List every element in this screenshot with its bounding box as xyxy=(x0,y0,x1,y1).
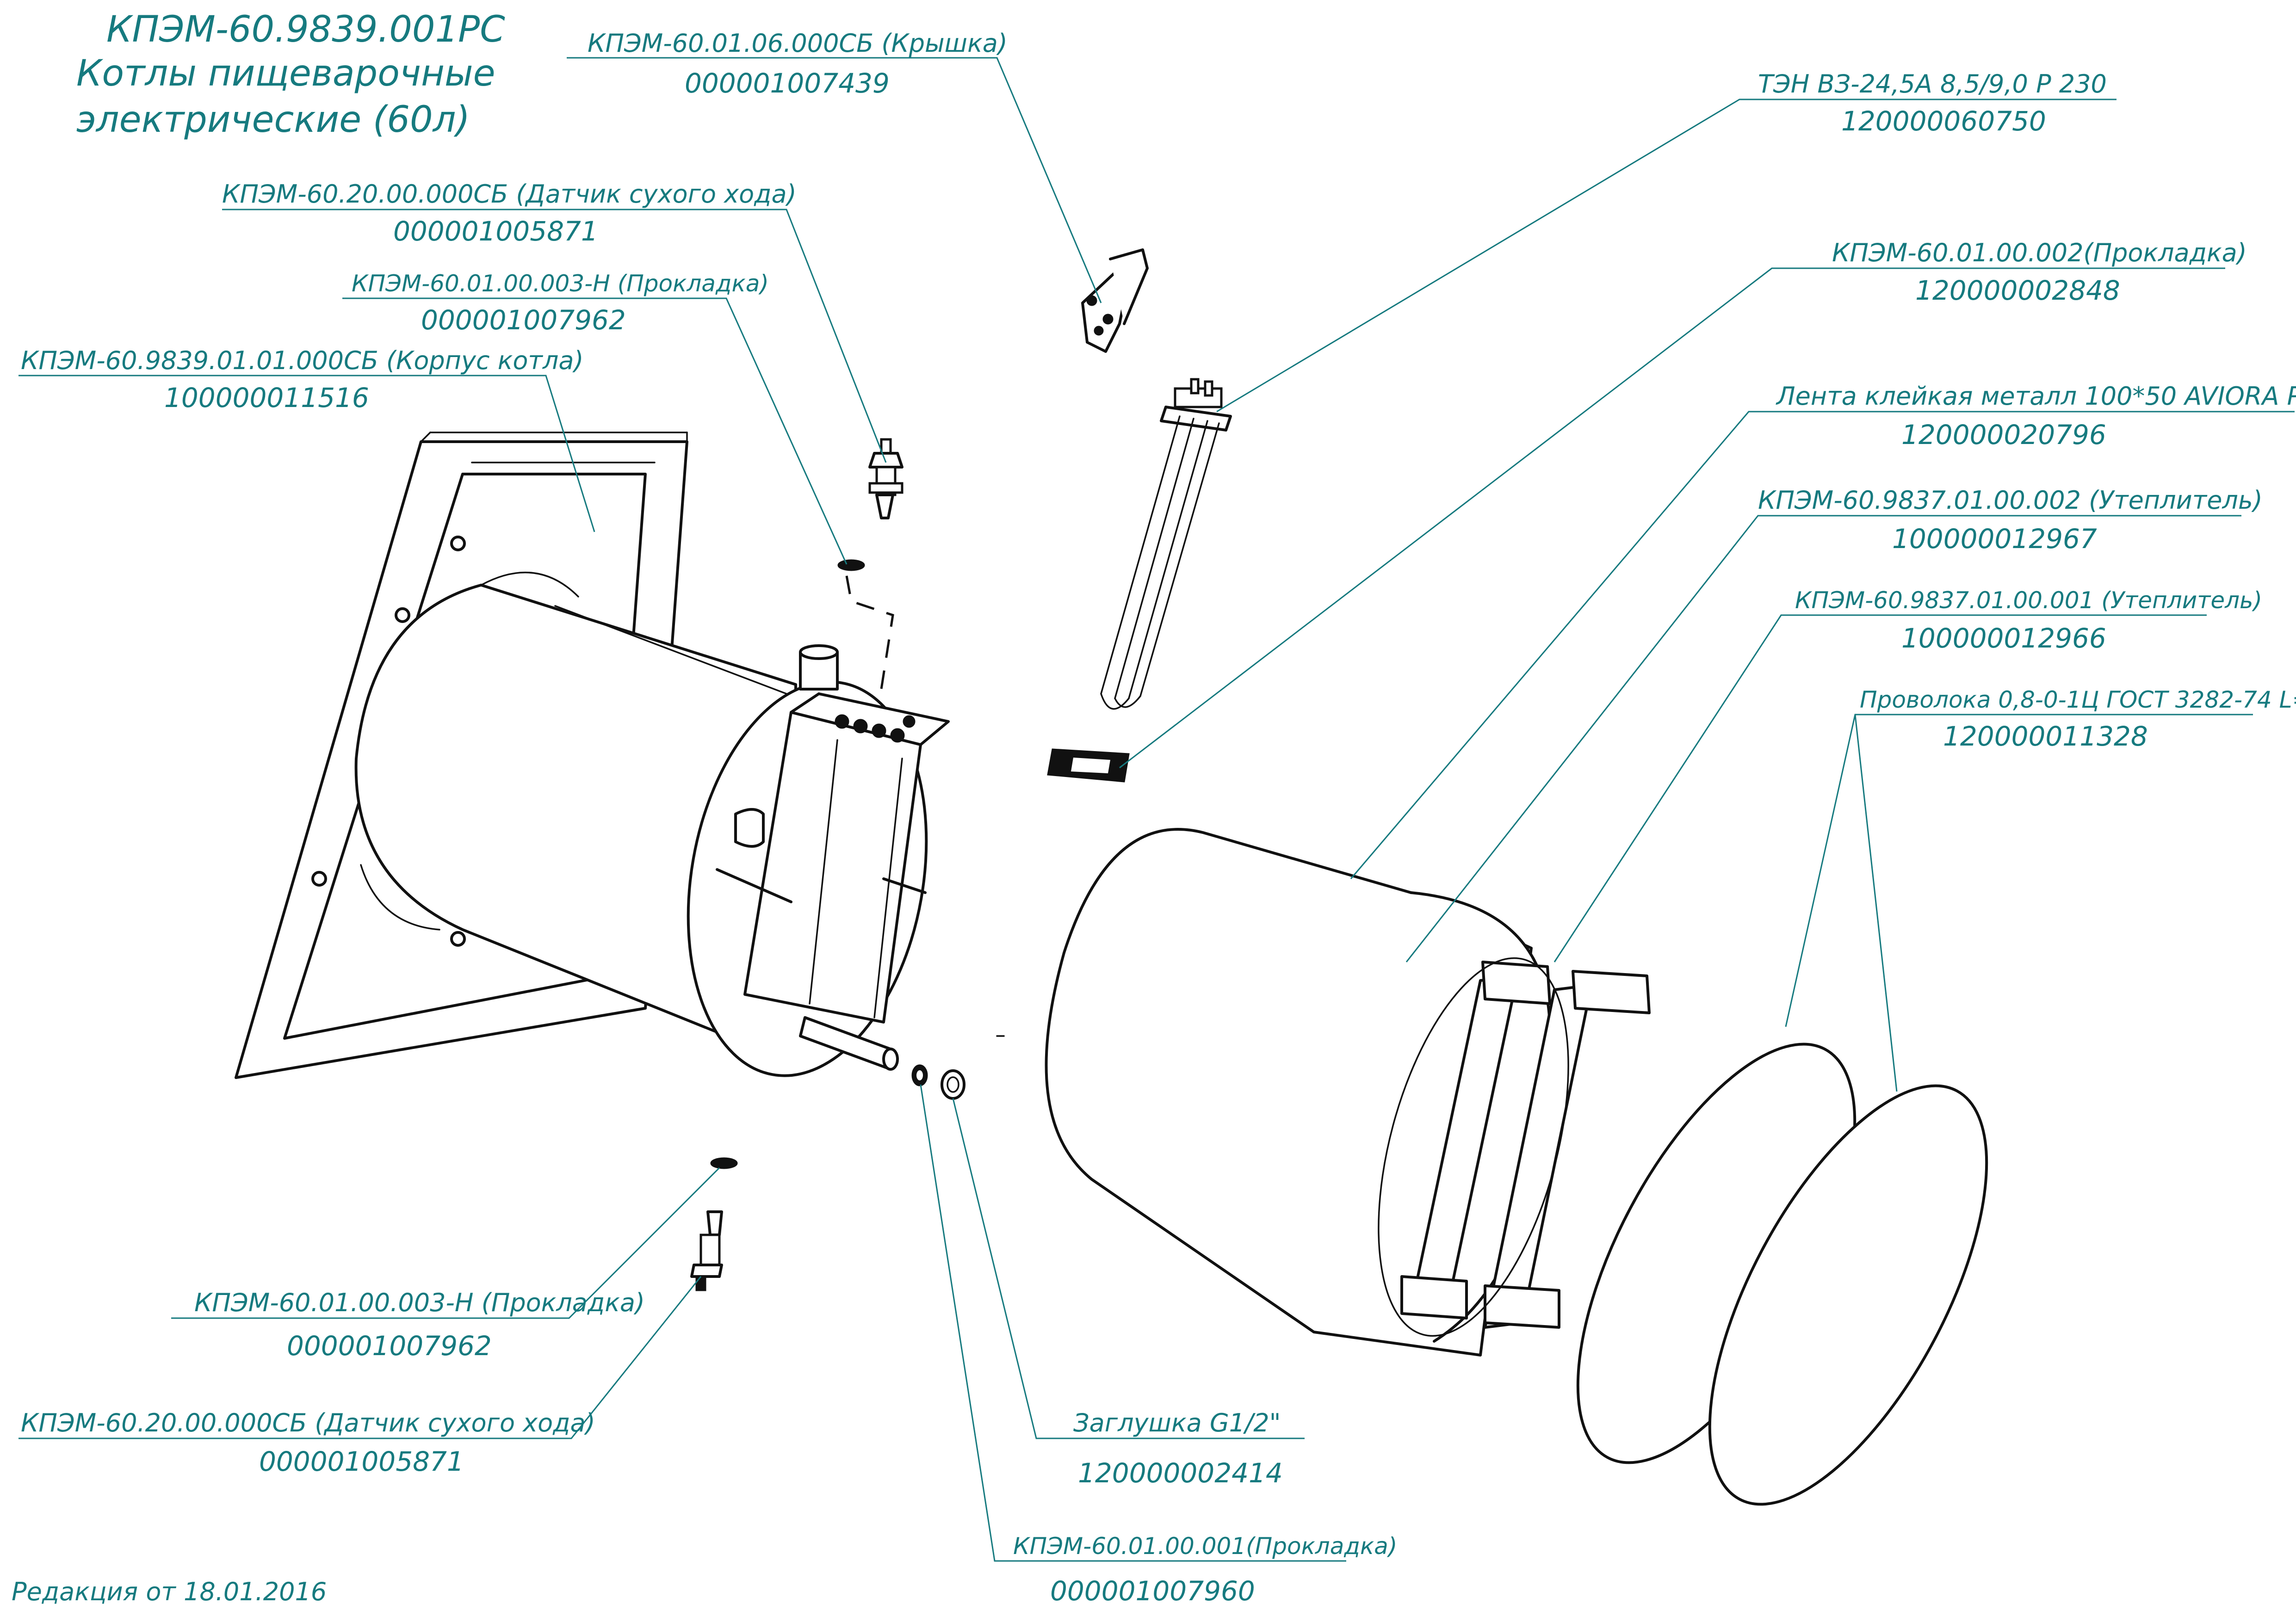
callout-adhesive-tape: Лента клейкая металл 100*50 AVIORA PROFF… xyxy=(1350,382,2296,879)
callout-part-label: КПЭМ-60.9839.01.01.000СБ (Корпус котла) xyxy=(21,346,584,375)
callout-part-code: 000001007962 xyxy=(421,304,626,336)
callout-plug: Заглушка G1/2" 120000002414 xyxy=(952,1098,1305,1489)
wire-rings-part xyxy=(1576,1042,1988,1506)
callout-part-code: 000001007439 xyxy=(685,68,890,99)
insulation-cylinder-part xyxy=(1045,828,1651,1357)
callout-part-code: 100000011516 xyxy=(164,382,369,413)
callout-part-label: КПЭМ-60.20.00.000СБ (Датчик сухого хода) xyxy=(222,179,797,209)
heating-element-part xyxy=(1100,378,1232,710)
callout-heating-element-gasket: КПЭМ-60.01.00.002(Прокладка) 12000000284… xyxy=(1119,238,2247,769)
callout-part-label: КПЭМ-60.9837.01.00.002 (Утеплитель) xyxy=(1758,486,2263,515)
callout-insulation-002: КПЭМ-60.9837.01.00.002 (Утеплитель) 1000… xyxy=(1405,486,2263,962)
dry-run-sensor-bottom-part xyxy=(690,1157,738,1291)
callout-part-code: 100000012967 xyxy=(1892,523,2097,555)
drawing-code: КПЭМ-60.9839.001РС xyxy=(106,9,505,50)
callout-part-code: 000001005871 xyxy=(259,1446,464,1477)
drawing-title-line-2: электрические (60л) xyxy=(76,99,470,141)
callout-part-code: 120000002414 xyxy=(1078,1457,1283,1489)
callout-dry-run-sensor-bottom: КПЭМ-60.20.00.000СБ (Датчик сухого хода)… xyxy=(19,1276,702,1477)
callout-sensor-gasket-top: КПЭМ-60.01.00.003-Н (Прокладка) 00000100… xyxy=(342,270,848,565)
callout-insulation-001: КПЭМ-60.9837.01.00.001 (Утеплитель) 1000… xyxy=(1553,587,2262,962)
callout-part-label: ТЭН ВЗ-24,5А 8,5/9,0 Р 230 xyxy=(1758,69,2107,99)
callout-part-label: Заглушка G1/2" xyxy=(1073,1408,1281,1437)
callout-lid: КПЭМ-60.01.06.000СБ (Крышка) 00000100743… xyxy=(567,29,1102,303)
callout-sensor-gasket-bottom: КПЭМ-60.01.00.003-Н (Прокладка) 00000100… xyxy=(171,1167,720,1362)
callout-part-code: 000001007962 xyxy=(287,1330,492,1362)
callout-dry-run-sensor-top: КПЭМ-60.20.00.000СБ (Датчик сухого хода)… xyxy=(222,179,887,463)
assembly-axis-line xyxy=(845,575,894,690)
callout-boiler-body: КПЭМ-60.9839.01.01.000СБ (Корпус котла) … xyxy=(19,346,595,532)
callout-part-code: 120000011328 xyxy=(1943,721,2148,752)
boiler-body-part xyxy=(235,432,950,1079)
callout-part-label: КПЭМ-60.01.00.002(Прокладка) xyxy=(1832,238,2247,267)
callout-part-label: КПЭМ-60.01.06.000СБ (Крышка) xyxy=(588,29,1008,58)
callout-part-label: КПЭМ-60.01.00.003-Н (Прокладка) xyxy=(352,270,769,297)
drawing-title-line-1: Котлы пищеварочные xyxy=(76,53,495,94)
revision-note: Редакция от 18.01.2016 xyxy=(12,1577,327,1606)
callout-part-code: 120000020796 xyxy=(1901,419,2106,450)
callout-wire: Проволока 0,8-0-1Ц ГОСТ 3282-74 L=2,9м 1… xyxy=(1785,686,2296,1092)
dry-run-sensor-top-part xyxy=(868,438,904,519)
callout-plug-gasket: КПЭМ-60.01.00.001(Прокладка) 00000100796… xyxy=(920,1084,1397,1607)
callout-part-code: 000001005871 xyxy=(393,216,598,247)
callout-part-label: КПЭМ-60.01.00.001(Прокладка) xyxy=(1013,1533,1397,1560)
callout-part-label: КПЭМ-60.20.00.000СБ (Датчик сухого хода) xyxy=(21,1408,595,1437)
callout-part-code: 120000002848 xyxy=(1915,275,2120,306)
callout-part-label: Лента клейкая металл 100*50 AVIORA PROFF… xyxy=(1776,382,2296,411)
drawing-title-block: КПЭМ-60.9839.001РС Котлы пищеварочные эл… xyxy=(76,9,505,141)
lid-part xyxy=(1081,248,1149,353)
sensor-gasket-top-part xyxy=(837,559,865,571)
callout-part-label: КПЭМ-60.9837.01.00.001 (Утеплитель) xyxy=(1795,587,2262,614)
callout-part-code: 000001007960 xyxy=(1050,1575,1255,1607)
plug-part xyxy=(911,1064,965,1100)
callout-part-label: КПЭМ-60.01.00.003-Н (Прокладка) xyxy=(194,1288,645,1317)
heating-element-gasket-part xyxy=(1047,748,1130,783)
callout-heating-element: ТЭН ВЗ-24,5А 8,5/9,0 Р 230 120000060750 xyxy=(1216,69,2117,413)
callout-part-label: Проволока 0,8-0-1Ц ГОСТ 3282-74 L=2,9м xyxy=(1860,686,2296,713)
callout-part-code: 120000060750 xyxy=(1841,105,2046,137)
callout-part-code: 100000012966 xyxy=(1901,623,2106,654)
